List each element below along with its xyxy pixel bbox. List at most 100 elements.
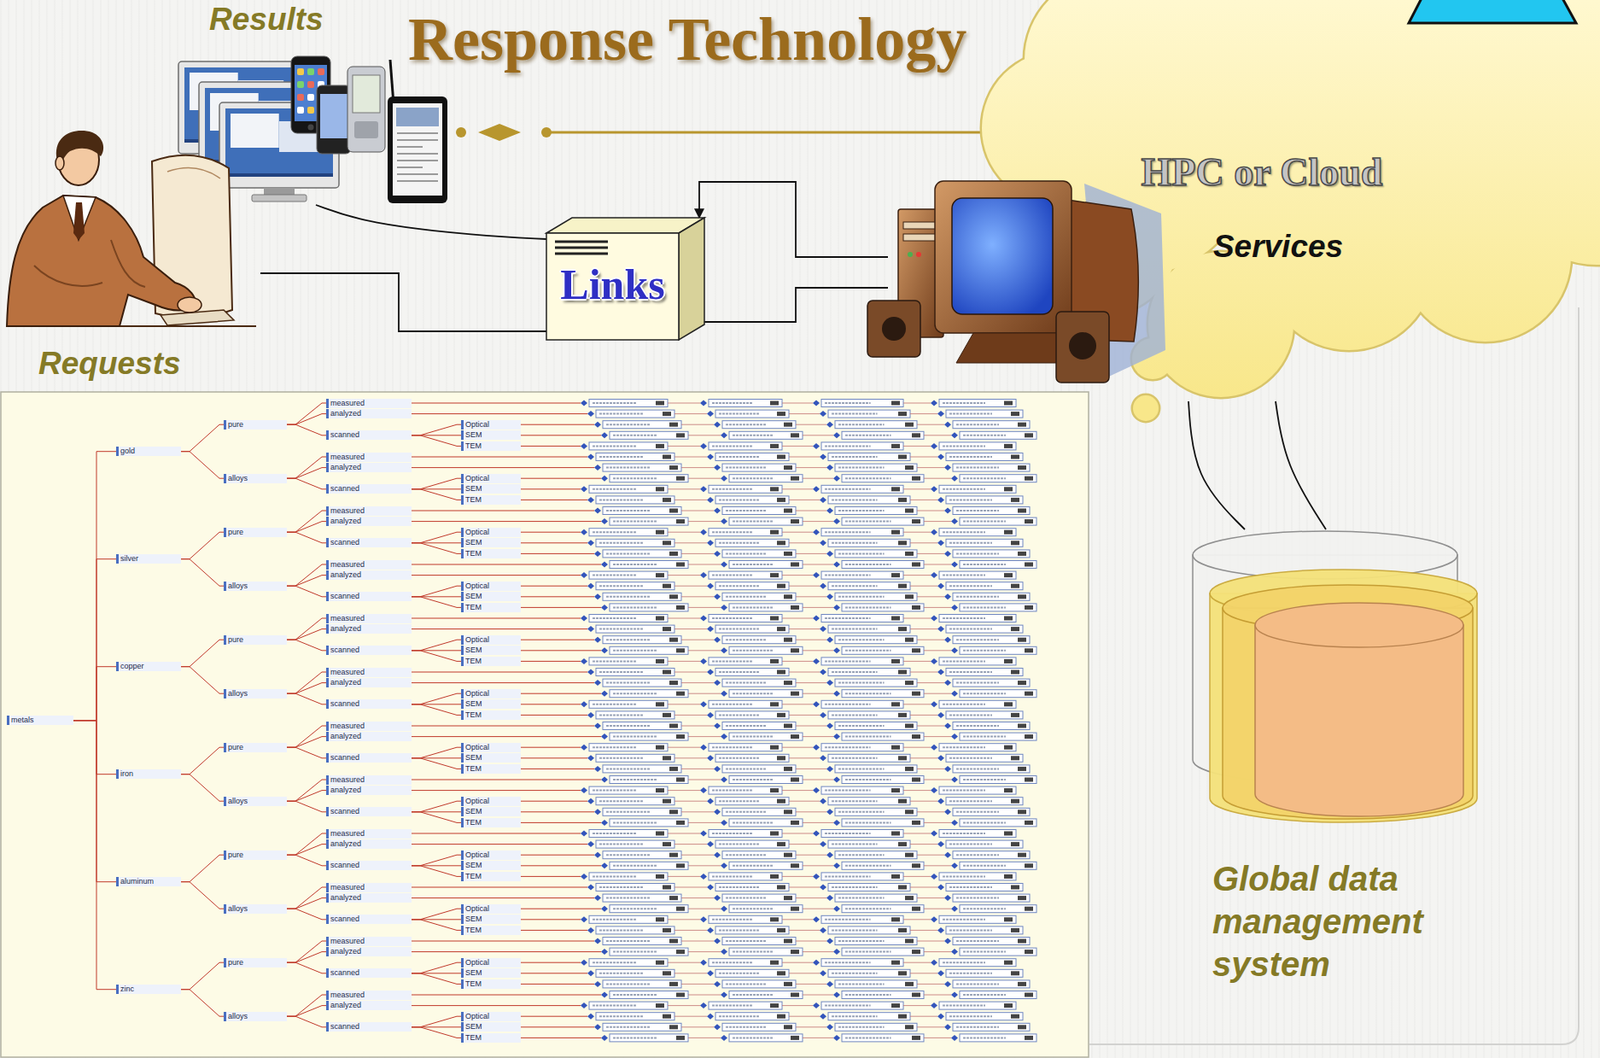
cloud-services-art [887, 0, 1600, 402]
record-bar [945, 668, 1023, 677]
record-end [1024, 734, 1034, 739]
record-marker [580, 658, 588, 665]
record-bar [828, 538, 911, 547]
record-link [916, 897, 945, 899]
record-end [1004, 401, 1013, 406]
record-bar [952, 1022, 1030, 1031]
record-marker [720, 518, 728, 525]
tree-label: SEM [461, 1021, 521, 1032]
record-bar [729, 474, 803, 483]
record-marker [930, 443, 938, 450]
record-end [790, 777, 800, 783]
record-bar [821, 657, 904, 666]
record-end [1017, 895, 1027, 900]
record-link [802, 779, 834, 781]
record-fill [712, 531, 754, 533]
record-fill [942, 617, 986, 619]
record-fill [592, 746, 637, 748]
record-link [667, 574, 701, 576]
record-marker [587, 927, 595, 934]
record-bar [841, 646, 924, 655]
record-marker [951, 905, 958, 912]
record-fill [712, 488, 754, 491]
record-bar [828, 453, 911, 462]
tree-label: TEM [461, 817, 521, 828]
record-marker [720, 733, 728, 740]
record-fill [942, 574, 986, 577]
record-fill [712, 574, 754, 577]
record-marker [601, 862, 608, 869]
record-bar [959, 1033, 1037, 1042]
record-bar [729, 905, 803, 913]
record-link [923, 520, 952, 522]
record-fill [599, 928, 643, 931]
record-fill [718, 713, 760, 716]
record-link [788, 499, 820, 501]
record-bar [602, 463, 682, 472]
tree-label: Optical [461, 796, 521, 806]
record-marker [601, 690, 608, 697]
tree-branch [520, 499, 588, 501]
record-marker [580, 615, 588, 622]
record-fill [718, 413, 760, 415]
record-fill [613, 649, 657, 652]
record-fill [949, 498, 993, 501]
record-fill [613, 563, 657, 566]
tree-branch [73, 559, 117, 721]
record-link [688, 908, 721, 910]
record-fill [824, 617, 871, 619]
record-bar [841, 947, 924, 956]
record-bar [715, 1012, 789, 1021]
requests-label: Requests [38, 345, 182, 382]
window-pane [230, 113, 280, 148]
record-end [1010, 928, 1020, 933]
pda-screen [352, 75, 380, 113]
record-marker [826, 508, 834, 514]
record-fill [956, 509, 999, 512]
record-marker [944, 1023, 952, 1030]
record-marker [930, 873, 938, 880]
record-link [782, 833, 813, 835]
record-end [1004, 659, 1013, 664]
tree-branch [286, 618, 327, 640]
record-end [676, 519, 685, 524]
record-end [662, 1014, 672, 1019]
record-fill [824, 746, 871, 748]
record-fill [838, 853, 885, 856]
record-marker [706, 583, 714, 590]
record-bar [708, 786, 783, 795]
record-bar [595, 797, 675, 806]
record-link [923, 951, 952, 952]
record-fill [606, 682, 650, 684]
record-fill [956, 724, 999, 727]
record-end [891, 530, 900, 535]
record-bar [609, 689, 689, 698]
record-bar [828, 753, 911, 762]
record-marker [937, 884, 945, 891]
record-fill [942, 875, 986, 877]
record-link [795, 768, 827, 770]
record-end [911, 476, 921, 481]
tree-branch [411, 843, 588, 845]
record-link [782, 789, 813, 791]
record-bar [959, 603, 1037, 612]
record-bar [722, 980, 796, 988]
record-fill [949, 542, 993, 544]
record-bar [828, 797, 911, 806]
record-end [891, 916, 900, 922]
tree-label: alloys [223, 904, 287, 914]
record-link [916, 467, 945, 468]
record-marker [700, 744, 707, 751]
record-end [770, 486, 779, 491]
record-link [802, 434, 834, 436]
record-link [802, 822, 834, 824]
record-link [674, 972, 707, 974]
record-fill [845, 778, 892, 781]
record-link [681, 424, 714, 426]
record-link [681, 768, 714, 770]
record-marker [930, 485, 938, 492]
record-marker [700, 700, 707, 707]
record-bar [609, 861, 689, 870]
record-bar [729, 646, 803, 655]
record-link [903, 660, 931, 662]
